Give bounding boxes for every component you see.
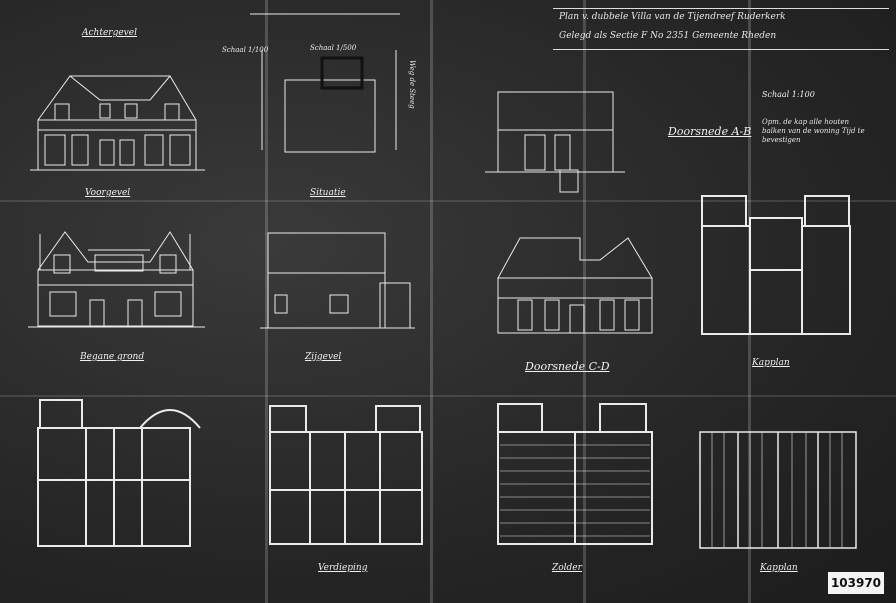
fold-line bbox=[583, 0, 586, 603]
front-elevation-drawing bbox=[28, 231, 205, 328]
label-achtergevel: Achtergevel bbox=[82, 28, 137, 38]
fold-line bbox=[265, 0, 268, 603]
label-zolder: Zolder bbox=[552, 563, 582, 573]
fold-line bbox=[0, 395, 896, 397]
label-verdieping: Verdieping bbox=[318, 563, 368, 573]
fold-line bbox=[0, 200, 896, 202]
section-cd-drawing bbox=[497, 237, 653, 334]
scale-right: Schaal 1:100 bbox=[762, 90, 815, 99]
title-line-2: Gelegd als Sectie F No 2351 Gemeente Rhe… bbox=[559, 31, 777, 41]
ground-floor-plan-drawing bbox=[37, 399, 201, 547]
scale-left: Schaal 1/100 bbox=[222, 46, 269, 54]
rear-elevation-drawing bbox=[30, 75, 205, 171]
annotation-note: Opm. de kap alle houten balken van de wo… bbox=[762, 118, 865, 144]
label-kapplan-top: Kapplan bbox=[752, 358, 790, 368]
site-road-note: Weg de Steeg bbox=[408, 60, 416, 109]
section-ab-drawing bbox=[485, 91, 625, 193]
label-situatie: Situatie bbox=[310, 188, 346, 198]
fold-line bbox=[430, 0, 433, 603]
first-floor-plan-drawing bbox=[269, 405, 423, 545]
archive-stamp: 103970 bbox=[828, 572, 884, 594]
label-zijgevel: Zijgevel bbox=[305, 352, 342, 362]
label-kap: Kapplan bbox=[760, 563, 798, 573]
label-voorgevel: Voorgevel bbox=[85, 188, 131, 198]
label-doorsnede-cd: Doorsnede C-D bbox=[525, 360, 610, 373]
side-elevation-drawing bbox=[260, 232, 415, 329]
title-block: Plan v. dubbele Villa van de Tijendreef … bbox=[553, 8, 889, 50]
rafter-plan-drawing bbox=[699, 431, 857, 549]
scale-mid: Schaal 1/500 bbox=[310, 44, 357, 52]
roof-plan-drawing bbox=[701, 195, 851, 335]
label-begane-grond: Begane grond bbox=[80, 352, 145, 362]
fold-line bbox=[748, 0, 751, 603]
attic-plan-drawing bbox=[497, 403, 653, 545]
label-doorsnede-ab: Doorsnede A-B bbox=[668, 125, 752, 138]
title-line-1: Plan v. dubbele Villa van de Tijendreef … bbox=[559, 12, 786, 22]
site-plan-drawing bbox=[250, 13, 400, 153]
